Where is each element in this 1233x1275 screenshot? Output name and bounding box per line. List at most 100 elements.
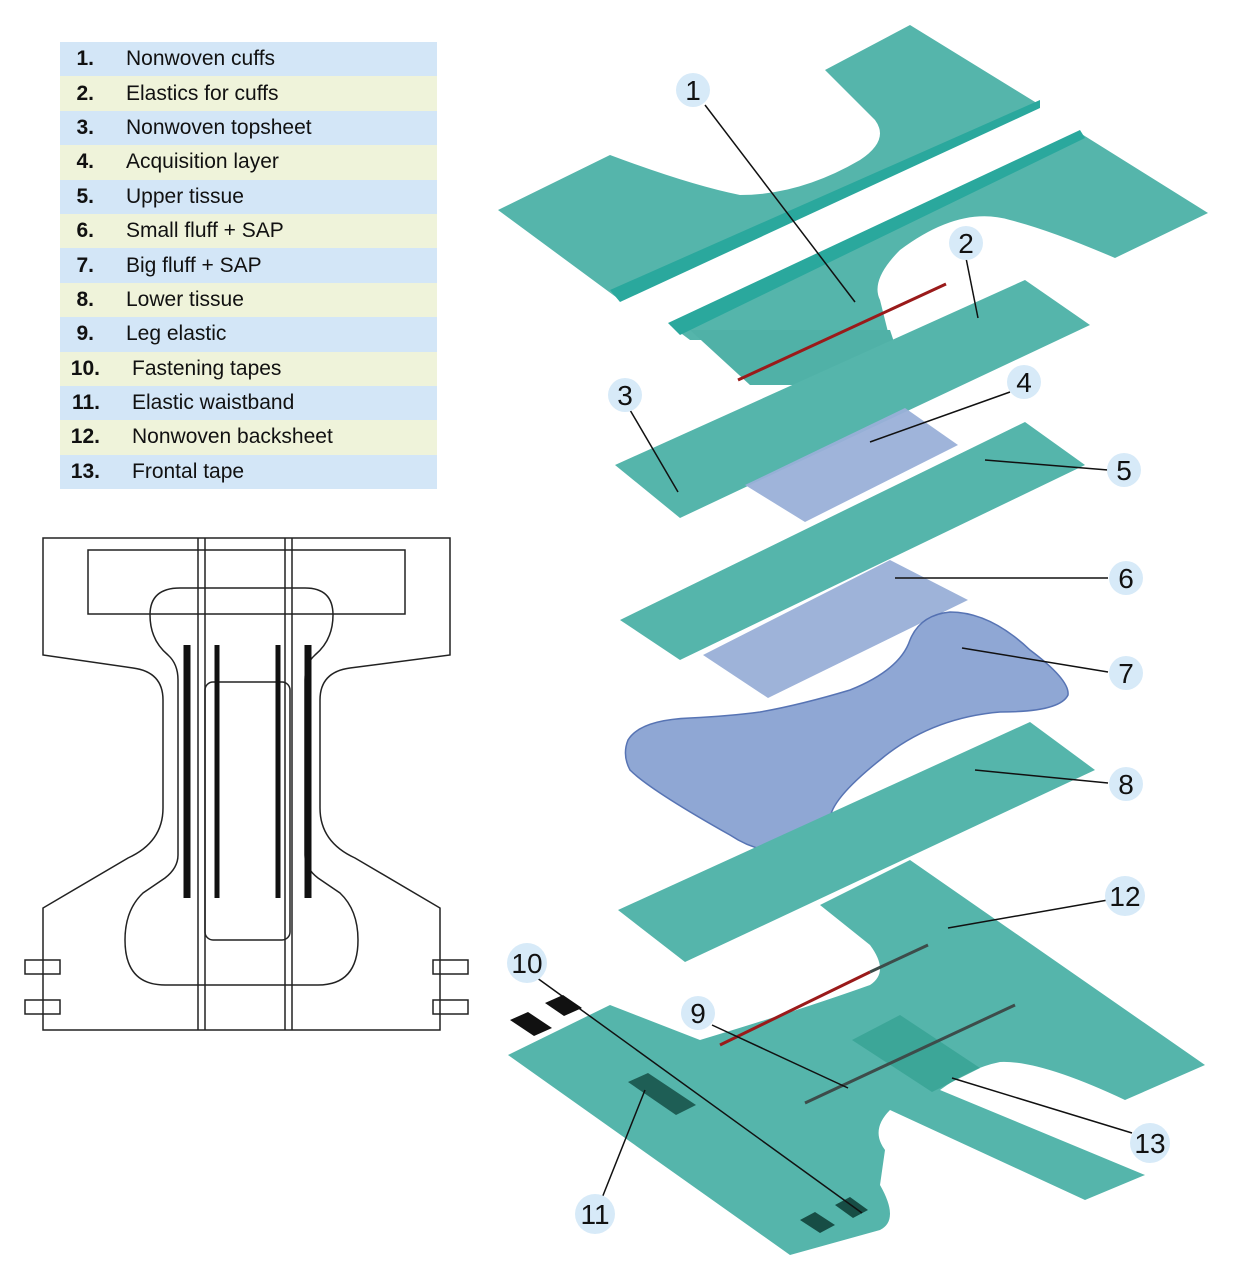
legend-label: Leg elastic: [126, 322, 227, 346]
leader-11: [601, 1089, 646, 1199]
leader-3: [629, 409, 679, 493]
callout-11: 11: [575, 1194, 615, 1234]
legend-row-2: 2.Elastics for cuffs: [60, 76, 437, 111]
legend-number: 10.: [70, 356, 100, 380]
fastening-tape: [545, 995, 582, 1016]
elastic-waistband: [628, 1073, 696, 1115]
fastening-tape: [800, 1212, 835, 1233]
legend-label: Elastic waistband: [132, 391, 295, 415]
callout-10-number: 10: [511, 948, 542, 979]
cuff-elastic-red: [737, 282, 947, 382]
layer-big-fluff: [624, 611, 1069, 852]
outline-tape-right: [432, 999, 469, 1015]
leader-10: [532, 974, 863, 1214]
layer-acquisition: [745, 408, 958, 522]
layer-nonwoven-cuffs: [498, 25, 1208, 385]
layer-small-fluff: [703, 560, 968, 698]
callout-5: 5: [1107, 453, 1141, 487]
callout-11-number: 11: [580, 1199, 609, 1230]
outline-chassis: [42, 537, 451, 1031]
legend-label: Big fluff + SAP: [126, 253, 262, 277]
leader-5: [984, 459, 1109, 471]
legend-label: Lower tissue: [126, 287, 244, 311]
legend-row-4: 4. Acquisition layer: [60, 145, 437, 180]
legend-number: 7.: [76, 253, 94, 277]
leader-13: [951, 1077, 1133, 1134]
leader-9: [711, 1024, 849, 1089]
outline-tape-left: [24, 999, 61, 1015]
leg-elastic-red: [719, 970, 871, 1047]
leader-7: [961, 647, 1109, 673]
legend-number: 2.: [76, 81, 94, 105]
callout-5-number: 5: [1116, 455, 1132, 486]
callout-3: 3: [608, 378, 642, 412]
legend-number: 6.: [76, 219, 94, 243]
callout-1: 1: [676, 73, 710, 107]
leg-elastic-grey-lower: [804, 1003, 1016, 1105]
outline-core: [124, 587, 359, 986]
callout-7: 7: [1109, 656, 1143, 690]
legend-label: Upper tissue: [126, 184, 244, 208]
callout-6-number: 6: [1118, 563, 1134, 594]
legend-row-11: 11. Elastic waistband: [60, 385, 437, 421]
layer-upper-tissue: [620, 422, 1085, 660]
legend-row-13: 13.Frontal tape: [60, 454, 437, 490]
callout-9-number: 9: [690, 998, 706, 1029]
flat-outline-drawing: [24, 537, 469, 1031]
legend-label: Acquisition layer: [126, 150, 279, 174]
callout-13: 13: [1130, 1123, 1170, 1163]
frontal-tape: [852, 1015, 980, 1092]
leader-4: [869, 391, 1011, 443]
legend-number: 8.: [76, 287, 94, 311]
outline-tape-right: [432, 959, 469, 975]
legend-number: 12.: [70, 425, 100, 449]
callout-6: 6: [1109, 561, 1143, 595]
callout-10: 10: [507, 943, 547, 983]
legend-number: 9.: [76, 322, 94, 346]
layer-lower-tissue: [618, 722, 1095, 962]
outline-elastics: [183, 645, 312, 898]
cuff-edge-top: [610, 100, 1040, 302]
callout-8: 8: [1109, 767, 1143, 801]
cuff-piece-top: [498, 25, 1040, 300]
legend-label: Nonwoven cuffs: [126, 47, 276, 71]
legend-table: 1. Nonwoven cuffs 2.Elastics for cuffs 3.…: [60, 42, 437, 490]
callout-9: 9: [681, 996, 715, 1030]
callout-1-number: 1: [685, 75, 701, 106]
leader-8: [974, 769, 1109, 784]
callout-7-number: 7: [1118, 658, 1134, 689]
legend-label: Small fluff + SAP: [126, 219, 284, 243]
callout-3-number: 3: [617, 380, 633, 411]
legend-row-5: 5. Upper tissue: [60, 179, 437, 214]
callout-4-number: 4: [1016, 367, 1032, 398]
legend-label: Fastening tapes: [132, 356, 282, 380]
cuff-edge-bottom: [668, 130, 1085, 335]
legend-row-12: 12.Nonwoven backsheet: [60, 420, 437, 455]
callout-4: 4: [1007, 365, 1041, 399]
callout-12: 12: [1105, 876, 1145, 916]
callout-2-number: 2: [958, 228, 974, 259]
legend-number: 1.: [76, 47, 94, 71]
outline-waistband: [87, 549, 406, 615]
legend-number: 13.: [70, 459, 100, 483]
fastening-tape: [835, 1197, 868, 1218]
legend-number: 5.: [76, 184, 94, 208]
cuff-piece-bottom: [670, 133, 1208, 340]
leader-1: [704, 104, 856, 303]
layer-nonwoven-backsheet: [508, 860, 1205, 1255]
legend-row-1: 1. Nonwoven cuffs: [60, 42, 437, 77]
callout-8-number: 8: [1118, 769, 1134, 800]
callout-12-number: 12: [1109, 881, 1140, 912]
legend-row-6: 6. Small fluff + SAP: [60, 213, 437, 249]
legend-label: Nonwoven topsheet: [126, 115, 312, 139]
legend-number: 3.: [76, 115, 94, 139]
leader-2: [965, 257, 979, 319]
layer-nonwoven-topsheet: [615, 280, 1090, 518]
legend-number: 4.: [76, 150, 94, 174]
legend-number: 11.: [71, 391, 100, 415]
legend-row-7: 7. Big fluff + SAP: [60, 248, 437, 283]
callout-2: 2: [949, 226, 983, 260]
callout-leaders: [532, 104, 1133, 1214]
leg-elastic-grey-upper: [869, 943, 929, 974]
legend-row-10: 10. Fastening tapes: [60, 351, 437, 386]
